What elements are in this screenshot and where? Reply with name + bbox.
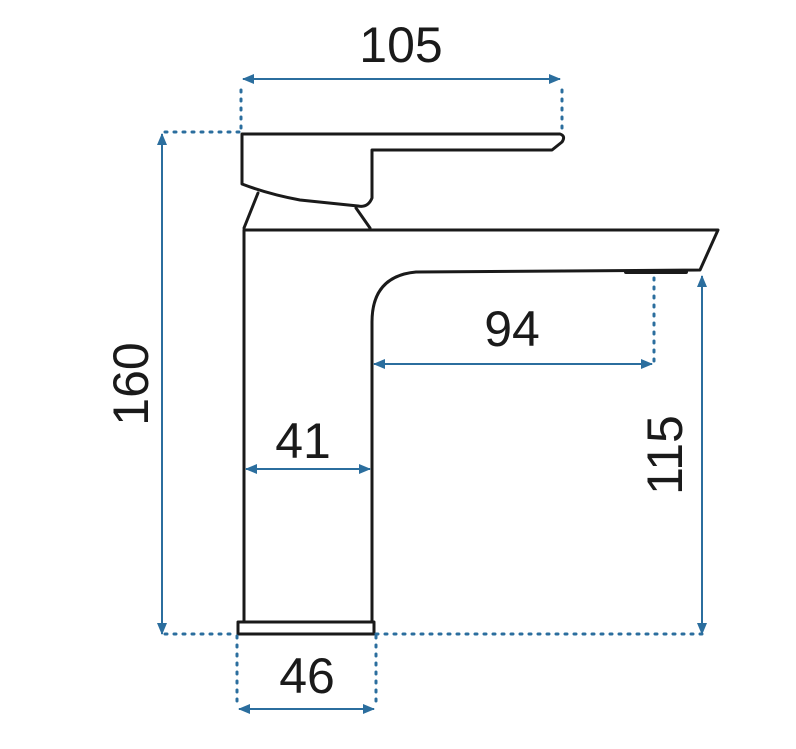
faucet-body bbox=[242, 228, 720, 624]
dimension-arrows bbox=[157, 74, 707, 714]
dimension-labels: 105 160 94 41 115 46 bbox=[103, 17, 693, 704]
label-base-width: 46 bbox=[279, 648, 335, 704]
lever-handle bbox=[240, 132, 566, 208]
label-total-height: 160 bbox=[103, 342, 159, 425]
extension-lines bbox=[163, 88, 708, 710]
label-handle-length: 105 bbox=[359, 17, 442, 73]
label-spout-height: 115 bbox=[637, 415, 693, 495]
label-body-width: 41 bbox=[275, 413, 331, 469]
label-spout-reach: 94 bbox=[484, 301, 540, 357]
base-plate bbox=[236, 620, 376, 636]
cartridge-neck bbox=[242, 191, 372, 230]
faucet-outline bbox=[236, 132, 720, 636]
